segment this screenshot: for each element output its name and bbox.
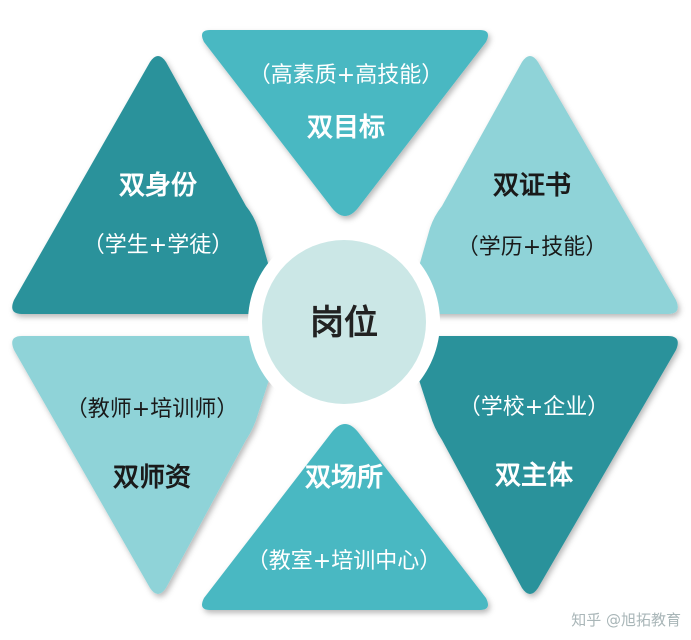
- segment-lower-left-subtitle: （教师+培训师）: [66, 397, 238, 422]
- watermark-text: 知乎 @旭拓教育: [571, 611, 681, 629]
- segment-upper-left-title: 双身份: [119, 170, 197, 201]
- segment-lower-left-title: 双师资: [113, 463, 191, 493]
- segment-upper-right-title: 双证书: [493, 171, 571, 201]
- segment-upper-right-triangle: [409, 56, 678, 314]
- segment-upper-left-subtitle: （学生+学徒）: [83, 233, 233, 258]
- segment-upper-right-subtitle: （学历+技能）: [457, 235, 607, 260]
- segment-top-subtitle: （高素质+高技能）: [249, 63, 443, 88]
- segment-lower-right-triangle: [409, 336, 678, 594]
- segment-lower-right-subtitle: （学校+企业）: [459, 395, 609, 420]
- segment-upper-left-triangle: [12, 56, 279, 314]
- center-label: 岗位: [310, 303, 378, 343]
- segment-lower-left-triangle: [12, 336, 279, 594]
- segment-lower-right-title: 双主体: [495, 461, 574, 491]
- segment-top-triangle: [202, 30, 488, 216]
- segment-bottom-subtitle: （教室+培训中心）: [247, 549, 441, 574]
- segment-top-title: 双目标: [307, 113, 385, 143]
- center-circle: [262, 240, 426, 404]
- segment-bottom-title: 双场所: [305, 463, 383, 493]
- segment-bottom-triangle: [202, 424, 488, 610]
